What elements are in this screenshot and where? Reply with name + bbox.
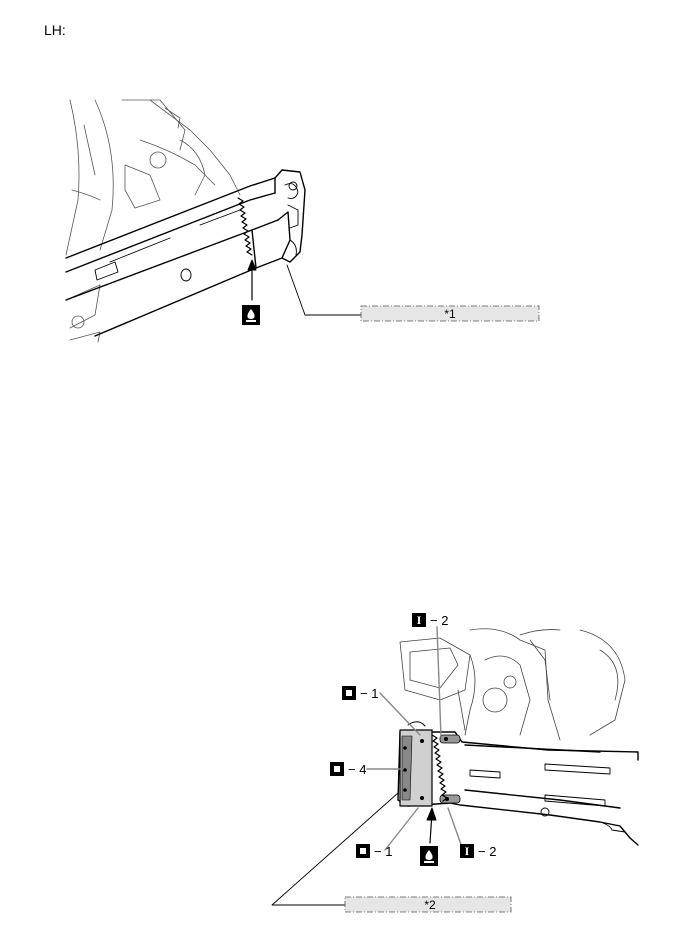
label-outer-bottom: − 1 xyxy=(374,844,392,859)
callout-text-1: *1 xyxy=(444,307,456,321)
section-heading: LH: xyxy=(44,22,66,38)
label-outer-top: − 1 xyxy=(360,686,378,701)
weld-point-outer-icon-top xyxy=(342,686,356,700)
weld-point-outer-icon-bottom xyxy=(356,844,370,858)
weld-seam-zigzag-bottom xyxy=(431,734,448,802)
weld-symbol-icon xyxy=(242,305,260,325)
label-inner-bottom: − 2 xyxy=(478,844,496,859)
callout-text-2: *2 xyxy=(424,898,436,912)
label-inner-top: − 2 xyxy=(430,613,448,628)
label-outer-side: − 4 xyxy=(348,762,366,777)
svg-text:I: I xyxy=(465,844,470,858)
weld-point-inner-icon-top: I xyxy=(412,613,426,627)
bottom-figure-frame-rail xyxy=(271,626,639,906)
weld-symbol-icon xyxy=(420,846,438,866)
weld-point-outer-icon-side xyxy=(330,762,344,776)
callout-box-2: *2 xyxy=(344,896,512,913)
svg-text:I: I xyxy=(417,613,422,627)
callout-box-1: *1 xyxy=(360,305,540,322)
top-figure-frame-rail xyxy=(65,99,363,343)
weld-seam-zigzag-top xyxy=(237,197,253,256)
weld-point-inner-icon-bottom: I xyxy=(460,844,474,858)
